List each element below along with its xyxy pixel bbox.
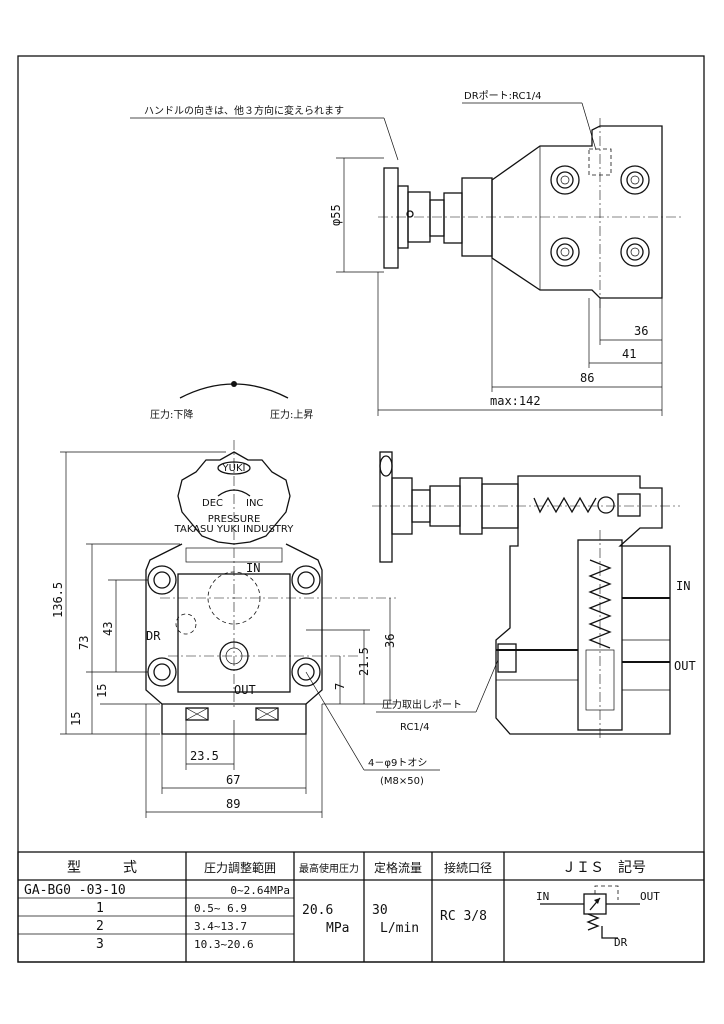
table-model-0: GA-BG0 -03-10 — [24, 883, 126, 898]
dim-89: 89 — [226, 797, 240, 811]
table-model-2: 2 — [96, 919, 104, 934]
front-port-in: IN — [246, 561, 260, 575]
label-pressure-down: 圧力:下降 — [150, 408, 193, 421]
table-range-3: 10.3~20.6 — [194, 938, 254, 951]
dim-23-5: 23.5 — [190, 749, 219, 763]
spec-table: 型 式 圧力調整範囲 最高使用圧力 定格流量 接続口径 ＪＩＳ 記号 GA-BG… — [17, 851, 705, 963]
dim-15b: 15 — [69, 712, 83, 726]
note-pressure-port: 圧力取出しポート — [382, 698, 462, 711]
dim-d55: φ55 — [329, 204, 343, 226]
handle-brand: YUKI — [222, 463, 246, 474]
table-range-1: 0.5~ 6.9 — [194, 902, 247, 915]
rotation-indicator: 圧力:下降 圧力:上昇 — [150, 381, 313, 421]
top-view: φ55 ハンドルの向きは、他３方向に変えられます DRポート:RC1/4 36 … — [130, 90, 682, 416]
table-model-1: 1 — [96, 901, 104, 916]
note-bolts: (M8×50) — [380, 776, 424, 787]
dim-max142: max:142 — [490, 394, 541, 408]
drawing-frame — [17, 55, 705, 963]
table-max-pressure: 20.6 — [302, 903, 333, 918]
handle-dec: DEC — [202, 498, 223, 509]
table-range-0: 0~2.64MPa — [230, 884, 290, 897]
note-pressure-port-size: RC1/4 — [400, 722, 430, 733]
dim-67: 67 — [226, 773, 240, 787]
table-port-size: RC 3/8 — [440, 909, 487, 924]
dim-43: 43 — [101, 622, 115, 636]
top-bolts — [550, 165, 650, 267]
table-flow: 30 — [372, 903, 388, 918]
dim-15a: 15 — [95, 684, 109, 698]
dim-136-5: 136.5 — [51, 582, 65, 618]
jis-out: OUT — [640, 890, 660, 903]
note-dr-port: DRポート:RC1/4 — [464, 90, 542, 102]
note-holes: 4－φ9トオシ — [368, 757, 427, 769]
jis-in: IN — [536, 890, 549, 903]
dim-41: 41 — [622, 347, 636, 361]
jis-symbol: IN OUT DR — [536, 885, 660, 949]
front-port-dr: DR — [146, 629, 161, 643]
section-port-in: IN — [676, 579, 690, 593]
table-header-model: 型 式 — [67, 860, 137, 876]
section-view: IN OUT 圧力取出しポート RC1/4 — [372, 451, 696, 740]
handle-maker: TAKASU YUKI INDUSTRY — [174, 524, 295, 535]
table-header-port: 接続口径 — [444, 860, 492, 875]
note-handle-direction: ハンドルの向きは、他３方向に変えられます — [144, 104, 344, 117]
dim-7: 7 — [333, 683, 347, 690]
front-port-out: OUT — [234, 683, 256, 697]
dim-73: 73 — [77, 636, 91, 650]
dim-86: 86 — [580, 371, 594, 385]
handle-inc: INC — [246, 498, 263, 509]
dim-36-side: 36 — [383, 634, 397, 648]
dim-21-5: 21.5 — [357, 647, 371, 676]
dim-36-top: 36 — [634, 324, 648, 338]
table-range-2: 3.4~13.7 — [194, 920, 247, 933]
table-header-max-pressure: 最高使用圧力 — [299, 862, 359, 875]
section-port-out: OUT — [674, 659, 696, 673]
table-max-pressure-unit: MPa — [326, 921, 349, 936]
front-view: YUKI DEC INC PRESSURE TAKASU YUKI INDUST… — [51, 440, 440, 818]
table-header-jis: ＪＩＳ 記号 — [562, 859, 646, 876]
table-flow-unit: L/min — [380, 921, 419, 936]
table-header-range: 圧力調整範囲 — [204, 860, 276, 875]
label-pressure-up: 圧力:上昇 — [270, 408, 313, 421]
jis-dr: DR — [614, 936, 628, 949]
table-header-flow: 定格流量 — [374, 860, 422, 875]
table-model-3: 3 — [96, 937, 104, 952]
